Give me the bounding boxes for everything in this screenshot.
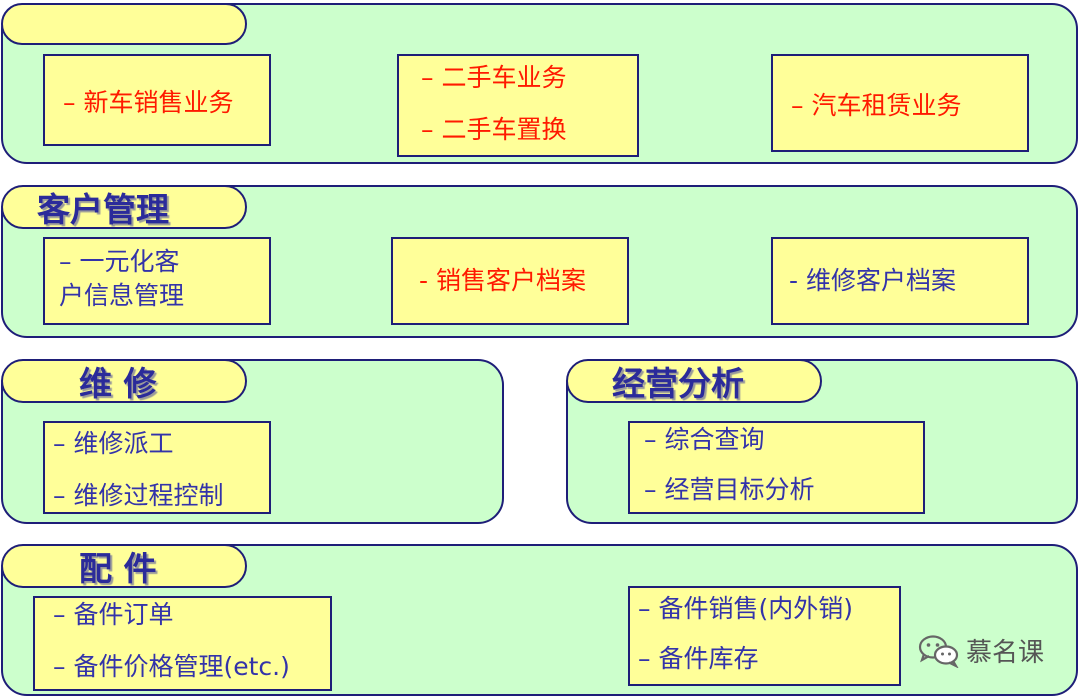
unified-customer-info-box: – 一元化客 户信息管理 [43, 237, 271, 325]
parts-section: 配 件 – 备件订单 – 备件价格管理(etc.) – 备件销售(内外销) – … [1, 544, 1078, 696]
customer-title-text: 客户管理 [37, 190, 169, 229]
analysis-title-text: 经营分析 [612, 364, 744, 403]
analysis-tasks-box: – 综合查询 – 经营目标分析 [628, 421, 925, 514]
customer-management-section: 客户管理 – 一元化客 户信息管理 - 销售客户档案 - 维修客户档案 [1, 185, 1078, 338]
new-car-sales-box: – 新车销售业务 [43, 54, 271, 146]
analysis-section: 经营分析 – 综合查询 – 经营目标分析 [566, 359, 1078, 524]
car-rental-text: – 汽车租赁业务 [791, 91, 962, 120]
parts-title-text: 配 件 [79, 549, 157, 588]
parts-sales-text: – 备件销售(内外销) [638, 594, 853, 623]
new-car-sales-text: – 新车销售业务 [63, 88, 234, 117]
repair-dispatch-text: – 维修派工 [53, 429, 174, 458]
repair-section: 维 修 – 维修派工 – 维修过程控制 [1, 359, 504, 524]
parts-order-text: – 备件订单 [53, 600, 174, 629]
sales-customer-file-box: - 销售客户档案 [391, 237, 629, 325]
target-analysis-text: – 经营目标分析 [644, 475, 815, 504]
watermark: 慕名课 [918, 632, 1044, 669]
parts-price-management-text: – 备件价格管理(etc.) [53, 652, 290, 681]
watermark-text: 慕名课 [966, 638, 1045, 668]
repair-title: 维 修 [1, 359, 247, 403]
repair-tasks-box: – 维修派工 – 维修过程控制 [43, 421, 271, 514]
unified-customer-line-1: – 一元化客 [59, 247, 180, 276]
car-rental-box: – 汽车租赁业务 [771, 54, 1029, 152]
business-section-title [1, 3, 247, 45]
used-car-business-text: – 二手车业务 [421, 63, 567, 92]
comprehensive-query-text: – 综合查询 [644, 425, 765, 454]
analysis-title: 经营分析 [566, 359, 822, 403]
customer-management-title: 客户管理 [1, 185, 247, 229]
business-section: – 新车销售业务 – 二手车业务 – 二手车置换 – 汽车租赁业务 [1, 3, 1078, 164]
repair-process-control-text: – 维修过程控制 [53, 481, 224, 510]
parts-inventory-text: – 备件库存 [638, 644, 759, 673]
unified-customer-line-2: 户信息管理 [59, 281, 185, 310]
parts-title: 配 件 [1, 544, 247, 588]
parts-orders-box: – 备件订单 – 备件价格管理(etc.) [33, 596, 332, 691]
repair-title-text: 维 修 [79, 364, 157, 403]
parts-sales-box: – 备件销售(内外销) – 备件库存 [628, 586, 901, 686]
sales-customer-file-text: - 销售客户档案 [419, 266, 586, 295]
used-car-exchange-text: – 二手车置换 [421, 115, 567, 144]
repair-customer-file-text: - 维修客户档案 [789, 266, 956, 295]
wechat-icon [918, 634, 959, 668]
repair-customer-file-box: - 维修客户档案 [771, 237, 1029, 325]
used-car-box: – 二手车业务 – 二手车置换 [397, 54, 639, 157]
